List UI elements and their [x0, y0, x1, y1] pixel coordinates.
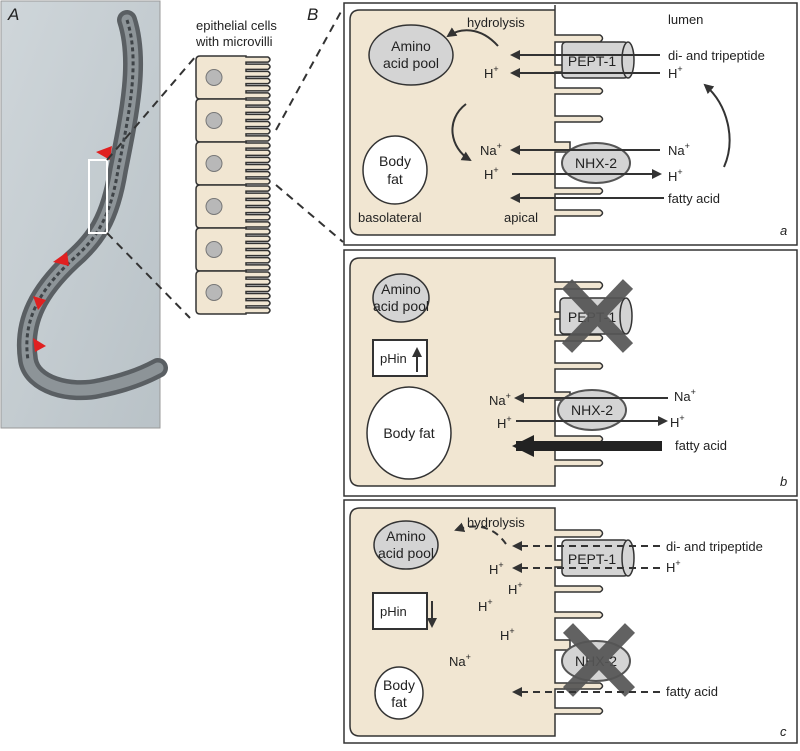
- fatty-acid-label-a: fatty acid: [668, 191, 720, 206]
- zoom-box: [88, 159, 108, 234]
- epithelial-cell: [195, 184, 271, 229]
- panel-label-a: A: [7, 5, 19, 24]
- cell-nucleus: [205, 69, 223, 86]
- amino-label-a1: Amino: [391, 38, 431, 54]
- fatty-acid-label-b: fatty acid: [675, 438, 727, 453]
- phin-label-b: pHin: [380, 351, 407, 366]
- panel-a-micrograph: A: [0, 0, 168, 429]
- di-tri-label-c: di- and tripeptide: [666, 539, 763, 554]
- subpanel-letter-b: b: [780, 474, 787, 489]
- nhx-label-a: NHX-2: [575, 155, 617, 171]
- body-fat-c: [374, 666, 424, 720]
- cross-icon-c: [562, 623, 636, 697]
- h-out-label-b: H+: [670, 413, 685, 430]
- epithelial-cell: [195, 227, 271, 272]
- body-label-c1: Body: [383, 677, 415, 693]
- pept1-transporter-b: PEPT-1: [559, 279, 634, 353]
- na-label-c: Na+: [449, 652, 471, 669]
- na-out-label-b: Na+: [674, 387, 696, 404]
- epithelial-cell: [195, 55, 271, 100]
- epithelial-cell: [195, 270, 271, 315]
- di-tri-label-a: di- and tripeptide: [668, 48, 765, 63]
- h-extra-label-c1: H+: [508, 580, 523, 597]
- pept-label-c: PEPT-1: [568, 551, 616, 567]
- phin-box-b: pHin: [372, 339, 428, 377]
- subpanel-letter-a: a: [780, 223, 787, 238]
- cell-nucleus: [205, 198, 223, 215]
- basolateral-label: basolateral: [358, 210, 422, 225]
- lumen-label: lumen: [668, 12, 703, 27]
- nhx2-exchanger-b: NHX-2: [557, 389, 627, 431]
- subpanel-c: Amino acid pool Body fat pHin PEPT-1 NHX…: [343, 499, 798, 744]
- h-in-label-a: H+: [484, 64, 499, 81]
- h-out-label-c: H+: [666, 558, 681, 575]
- pept1-transporter-a: PEPT-1: [561, 41, 635, 79]
- na-in-label-a: Na+: [480, 141, 502, 158]
- amino-label-a2: acid pool: [383, 55, 439, 71]
- amino-label-b1: Amino: [381, 281, 421, 297]
- pept-label-a: PEPT-1: [568, 53, 616, 69]
- phin-label-c: pHin: [380, 604, 407, 619]
- h2-in-label-a: H+: [484, 165, 499, 182]
- body-label-a2: fat: [387, 171, 403, 187]
- cell-nucleus: [205, 112, 223, 129]
- nhx-label-b: NHX-2: [571, 402, 613, 418]
- epithelial-cell: [195, 141, 271, 186]
- h2-out-label-a: H+: [668, 167, 683, 184]
- cell-nucleus: [205, 284, 223, 301]
- body-fat-a: [362, 135, 428, 205]
- cell-nucleus: [205, 155, 223, 172]
- h-in-label-b: H+: [497, 414, 512, 431]
- epithelial-cells: epithelial cells with microvilli: [195, 18, 277, 315]
- connector-lines: [106, 7, 344, 319]
- h-in-label-c: H+: [489, 560, 504, 577]
- body-label-a1: Body: [379, 153, 411, 169]
- cells-caption-line1: epithelial cells: [196, 18, 277, 33]
- h-extra-label-c3: H+: [500, 626, 515, 643]
- subpanel-a: Amino acid pool Body fat PEPT-1 NHX-2 hy…: [343, 2, 798, 246]
- amino-label-b2: acid pool: [373, 298, 429, 314]
- cell-nucleus: [205, 241, 223, 258]
- amino-acid-pool-b: [372, 273, 430, 323]
- subpanel-b: Amino acid pool Body fat pHin PEPT-1 NHX…: [343, 249, 798, 497]
- h-out-label-a: H+: [668, 64, 683, 81]
- panel-label-b: B: [307, 5, 318, 24]
- amino-label-c1: Amino: [386, 528, 426, 544]
- red-arrowheads: [33, 146, 112, 352]
- hydrolysis-label-c: hydrolysis: [467, 515, 525, 530]
- cells-caption-line2: with microvilli: [195, 34, 273, 49]
- body-fat-b: [366, 386, 452, 480]
- fatty-acid-label-c: fatty acid: [666, 684, 718, 699]
- body-label-b: Body fat: [383, 425, 434, 441]
- amino-acid-pool-a: [368, 24, 454, 86]
- amino-acid-pool-c: [373, 520, 439, 570]
- phin-box-c: pHin: [372, 592, 437, 630]
- amino-label-c2: acid pool: [378, 545, 434, 561]
- cross-icon-b: [561, 279, 634, 353]
- na-out-label-a: Na+: [668, 141, 690, 158]
- apical-label: apical: [504, 210, 538, 225]
- subpanel-letter-c: c: [780, 724, 787, 739]
- epithelial-cell: [195, 98, 271, 143]
- nhx2-exchanger-c: NHX-2: [561, 623, 636, 697]
- hydrolysis-label-a: hydrolysis: [467, 15, 525, 30]
- na-in-label-b: Na+: [489, 391, 511, 408]
- h-extra-label-c2: H+: [478, 597, 493, 614]
- body-label-c2: fat: [391, 694, 407, 710]
